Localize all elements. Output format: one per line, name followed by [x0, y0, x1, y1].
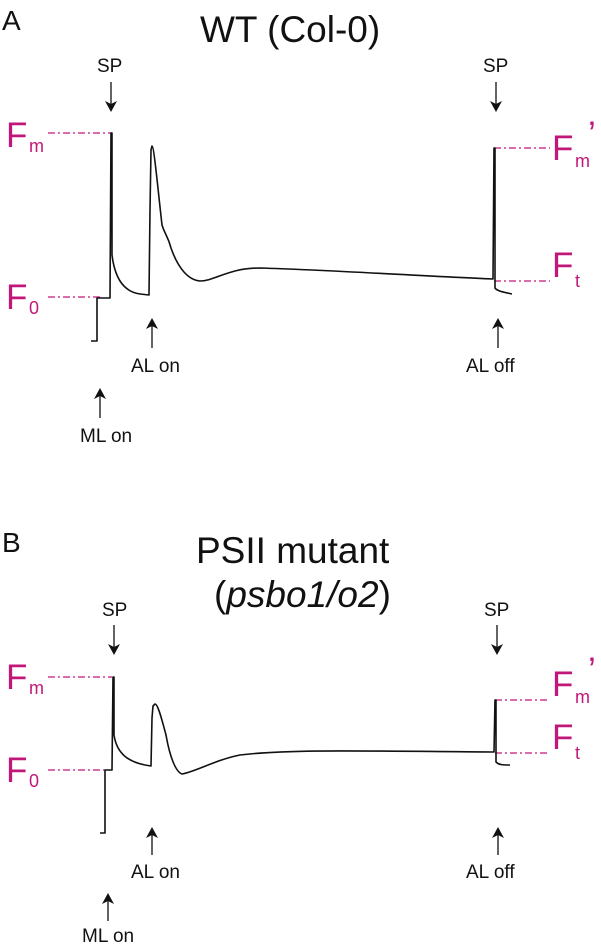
- fm-prime-subscript: m: [575, 151, 590, 171]
- panel-b-fluorescence-trace: [100, 676, 511, 834]
- al-off-label: AL off: [466, 862, 515, 883]
- ft-letter: F: [552, 246, 573, 285]
- arrowhead-icon: [491, 644, 503, 655]
- panel-a-sp-right: SP: [483, 56, 508, 112]
- panel-b-al-off: AL off: [466, 827, 515, 883]
- panel-b-title-line2: (psbo1/o2): [214, 574, 391, 615]
- sp-label: SP: [102, 600, 127, 621]
- arrowhead-icon: [108, 644, 120, 655]
- arrowhead-icon: [146, 318, 158, 329]
- f0-letter: F: [6, 278, 27, 317]
- fm-prime-letter: F: [552, 129, 573, 168]
- fm-prime-letter: F: [552, 665, 573, 704]
- f0-subscript: 0: [29, 771, 39, 791]
- panel-b-letter: B: [2, 527, 21, 558]
- title-close-paren: ): [379, 574, 391, 615]
- panel-b-sp-left: SP: [102, 600, 127, 655]
- ft-subscript: t: [575, 743, 580, 763]
- sp-label: SP: [97, 56, 122, 77]
- fm-subscript: m: [29, 678, 44, 698]
- panel-b-al-on: AL on: [131, 827, 180, 883]
- arrowhead-icon: [102, 893, 114, 904]
- panel-b-sp-right: SP: [484, 600, 509, 655]
- panel-a-fm-prime-label: F m ’: [552, 115, 596, 171]
- al-on-label: AL on: [131, 862, 180, 883]
- f0-letter: F: [6, 751, 27, 790]
- panel-b: B PSII mutant (psbo1/o2) F m F 0 F m ’ F…: [2, 527, 596, 946]
- panel-a: A WT (Col-0) F m F 0 F m ’ F t: [2, 5, 596, 447]
- panel-b-ml-on: ML on: [82, 893, 134, 946]
- fm-letter: F: [6, 658, 27, 697]
- arrowhead-icon: [105, 101, 117, 112]
- panel-a-sp-left: SP: [97, 56, 122, 112]
- sp-label: SP: [483, 56, 508, 77]
- panel-a-fluorescence-trace: [91, 132, 513, 342]
- panel-a-al-off: AL off: [466, 318, 515, 377]
- panel-a-letter: A: [2, 5, 21, 36]
- panel-b-ft-label: F t: [552, 718, 580, 763]
- al-on-label: AL on: [131, 356, 180, 377]
- fm-subscript: m: [29, 136, 44, 156]
- panel-b-fm-label: F m: [6, 658, 44, 698]
- panel-a-title: WT (Col-0): [200, 9, 380, 50]
- panel-a-f0-label: F 0: [6, 278, 39, 318]
- ml-on-label: ML on: [80, 426, 132, 447]
- ml-on-label: ML on: [82, 926, 134, 946]
- fm-letter: F: [6, 116, 27, 155]
- ft-subscript: t: [575, 271, 580, 291]
- panel-a-ml-on: ML on: [80, 388, 132, 447]
- al-off-label: AL off: [466, 356, 515, 377]
- panel-b-fm-prime-label: F m ’: [552, 651, 596, 707]
- ft-letter: F: [552, 718, 573, 757]
- fm-prime-mark: ’: [588, 115, 596, 154]
- arrowhead-icon: [146, 827, 158, 838]
- panel-b-title-line1: PSII mutant: [196, 530, 390, 571]
- panel-a-al-on: AL on: [131, 318, 180, 377]
- f0-subscript: 0: [29, 298, 39, 318]
- fm-prime-mark: ’: [588, 651, 596, 690]
- arrowhead-icon: [94, 388, 106, 399]
- arrowhead-icon: [492, 827, 504, 838]
- title-italic-genotype: psbo1/o2: [225, 574, 379, 615]
- fm-prime-subscript: m: [575, 687, 590, 707]
- panel-a-ft-label: F t: [552, 246, 580, 291]
- panel-a-fm-label: F m: [6, 116, 44, 156]
- title-open-paren: (: [214, 574, 227, 615]
- arrowhead-icon: [492, 318, 504, 329]
- arrowhead-icon: [490, 101, 502, 112]
- panel-b-f0-label: F 0: [6, 751, 39, 791]
- sp-label: SP: [484, 600, 509, 621]
